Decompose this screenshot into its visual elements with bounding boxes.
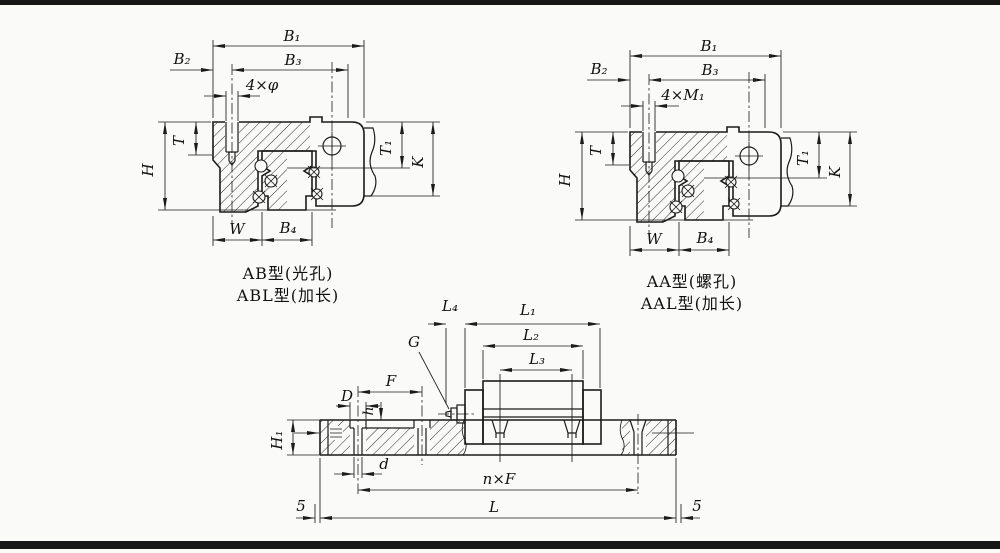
dim-label-b3-ab: B₃	[283, 51, 301, 69]
dim-label-t-ab: T	[170, 135, 188, 146]
dim-label-g: G	[408, 333, 420, 351]
dim-label-h-ab: H	[139, 163, 157, 178]
top-border-bar	[0, 0, 1000, 5]
dim-label-t-aa: T	[587, 145, 605, 156]
dim-label-b1-ab: B₁	[282, 27, 300, 45]
dim-label-b4-ab: B₄	[278, 219, 296, 237]
caption-aa-line2: AAL型(加长)	[640, 294, 743, 313]
dim-label-end-right: 5	[692, 497, 702, 515]
dim-label-k-aa: K	[826, 166, 844, 179]
caption-aa-line1: AA型(螺孔)	[646, 272, 738, 291]
view-side-elevation: L₄ L₁ L₂ L₃ G F D h	[268, 297, 702, 523]
dim-label-h1: H₁	[268, 430, 286, 450]
dim-label-h-aa: H	[556, 173, 574, 188]
dim-label-k-ab: K	[409, 156, 427, 169]
dim-label-w-ab: W	[229, 220, 246, 238]
view-ab-cross-section: B₁ B₃ B₂ 4×φ T H	[139, 27, 441, 305]
view-aa-cross-section: B₁ B₃ B₂ 4×M₁ T H	[556, 37, 858, 313]
caption-ab-line1: AB型(光孔)	[242, 264, 334, 283]
dim-label-l: L	[488, 498, 499, 516]
dim-label-nxf: n×F	[483, 470, 516, 488]
dim-label-t1-aa: T₁	[794, 150, 812, 166]
dim-label-b1-aa: B₁	[699, 37, 717, 55]
dim-label-h-step: h	[361, 406, 377, 415]
dim-label-b3-aa: B₃	[700, 61, 718, 79]
dim-label-holes-aa: 4×M₁	[660, 86, 704, 104]
dim-label-holes-ab: 4×φ	[245, 76, 279, 94]
dim-label-b2-ab: B₂	[172, 50, 190, 68]
dim-label-l2: L₂	[522, 326, 539, 344]
dim-label-d-lower: d	[379, 455, 389, 473]
dim-label-t1-ab: T₁	[377, 140, 395, 156]
dim-label-l4: L₄	[441, 297, 458, 315]
bottom-border-bar	[0, 541, 1000, 549]
caption-ab-line2: ABL型(加长)	[236, 286, 339, 305]
dim-label-b4-aa: B₄	[695, 229, 713, 247]
dim-label-end-left: 5	[296, 497, 306, 515]
dim-label-f: F	[385, 372, 397, 390]
dim-label-l3: L₃	[528, 350, 545, 368]
dim-label-d-upper: D	[340, 387, 353, 405]
dim-label-b2-aa: B₂	[589, 60, 607, 78]
dim-label-l1: L₁	[519, 301, 536, 319]
dim-label-w-aa: W	[646, 230, 663, 248]
